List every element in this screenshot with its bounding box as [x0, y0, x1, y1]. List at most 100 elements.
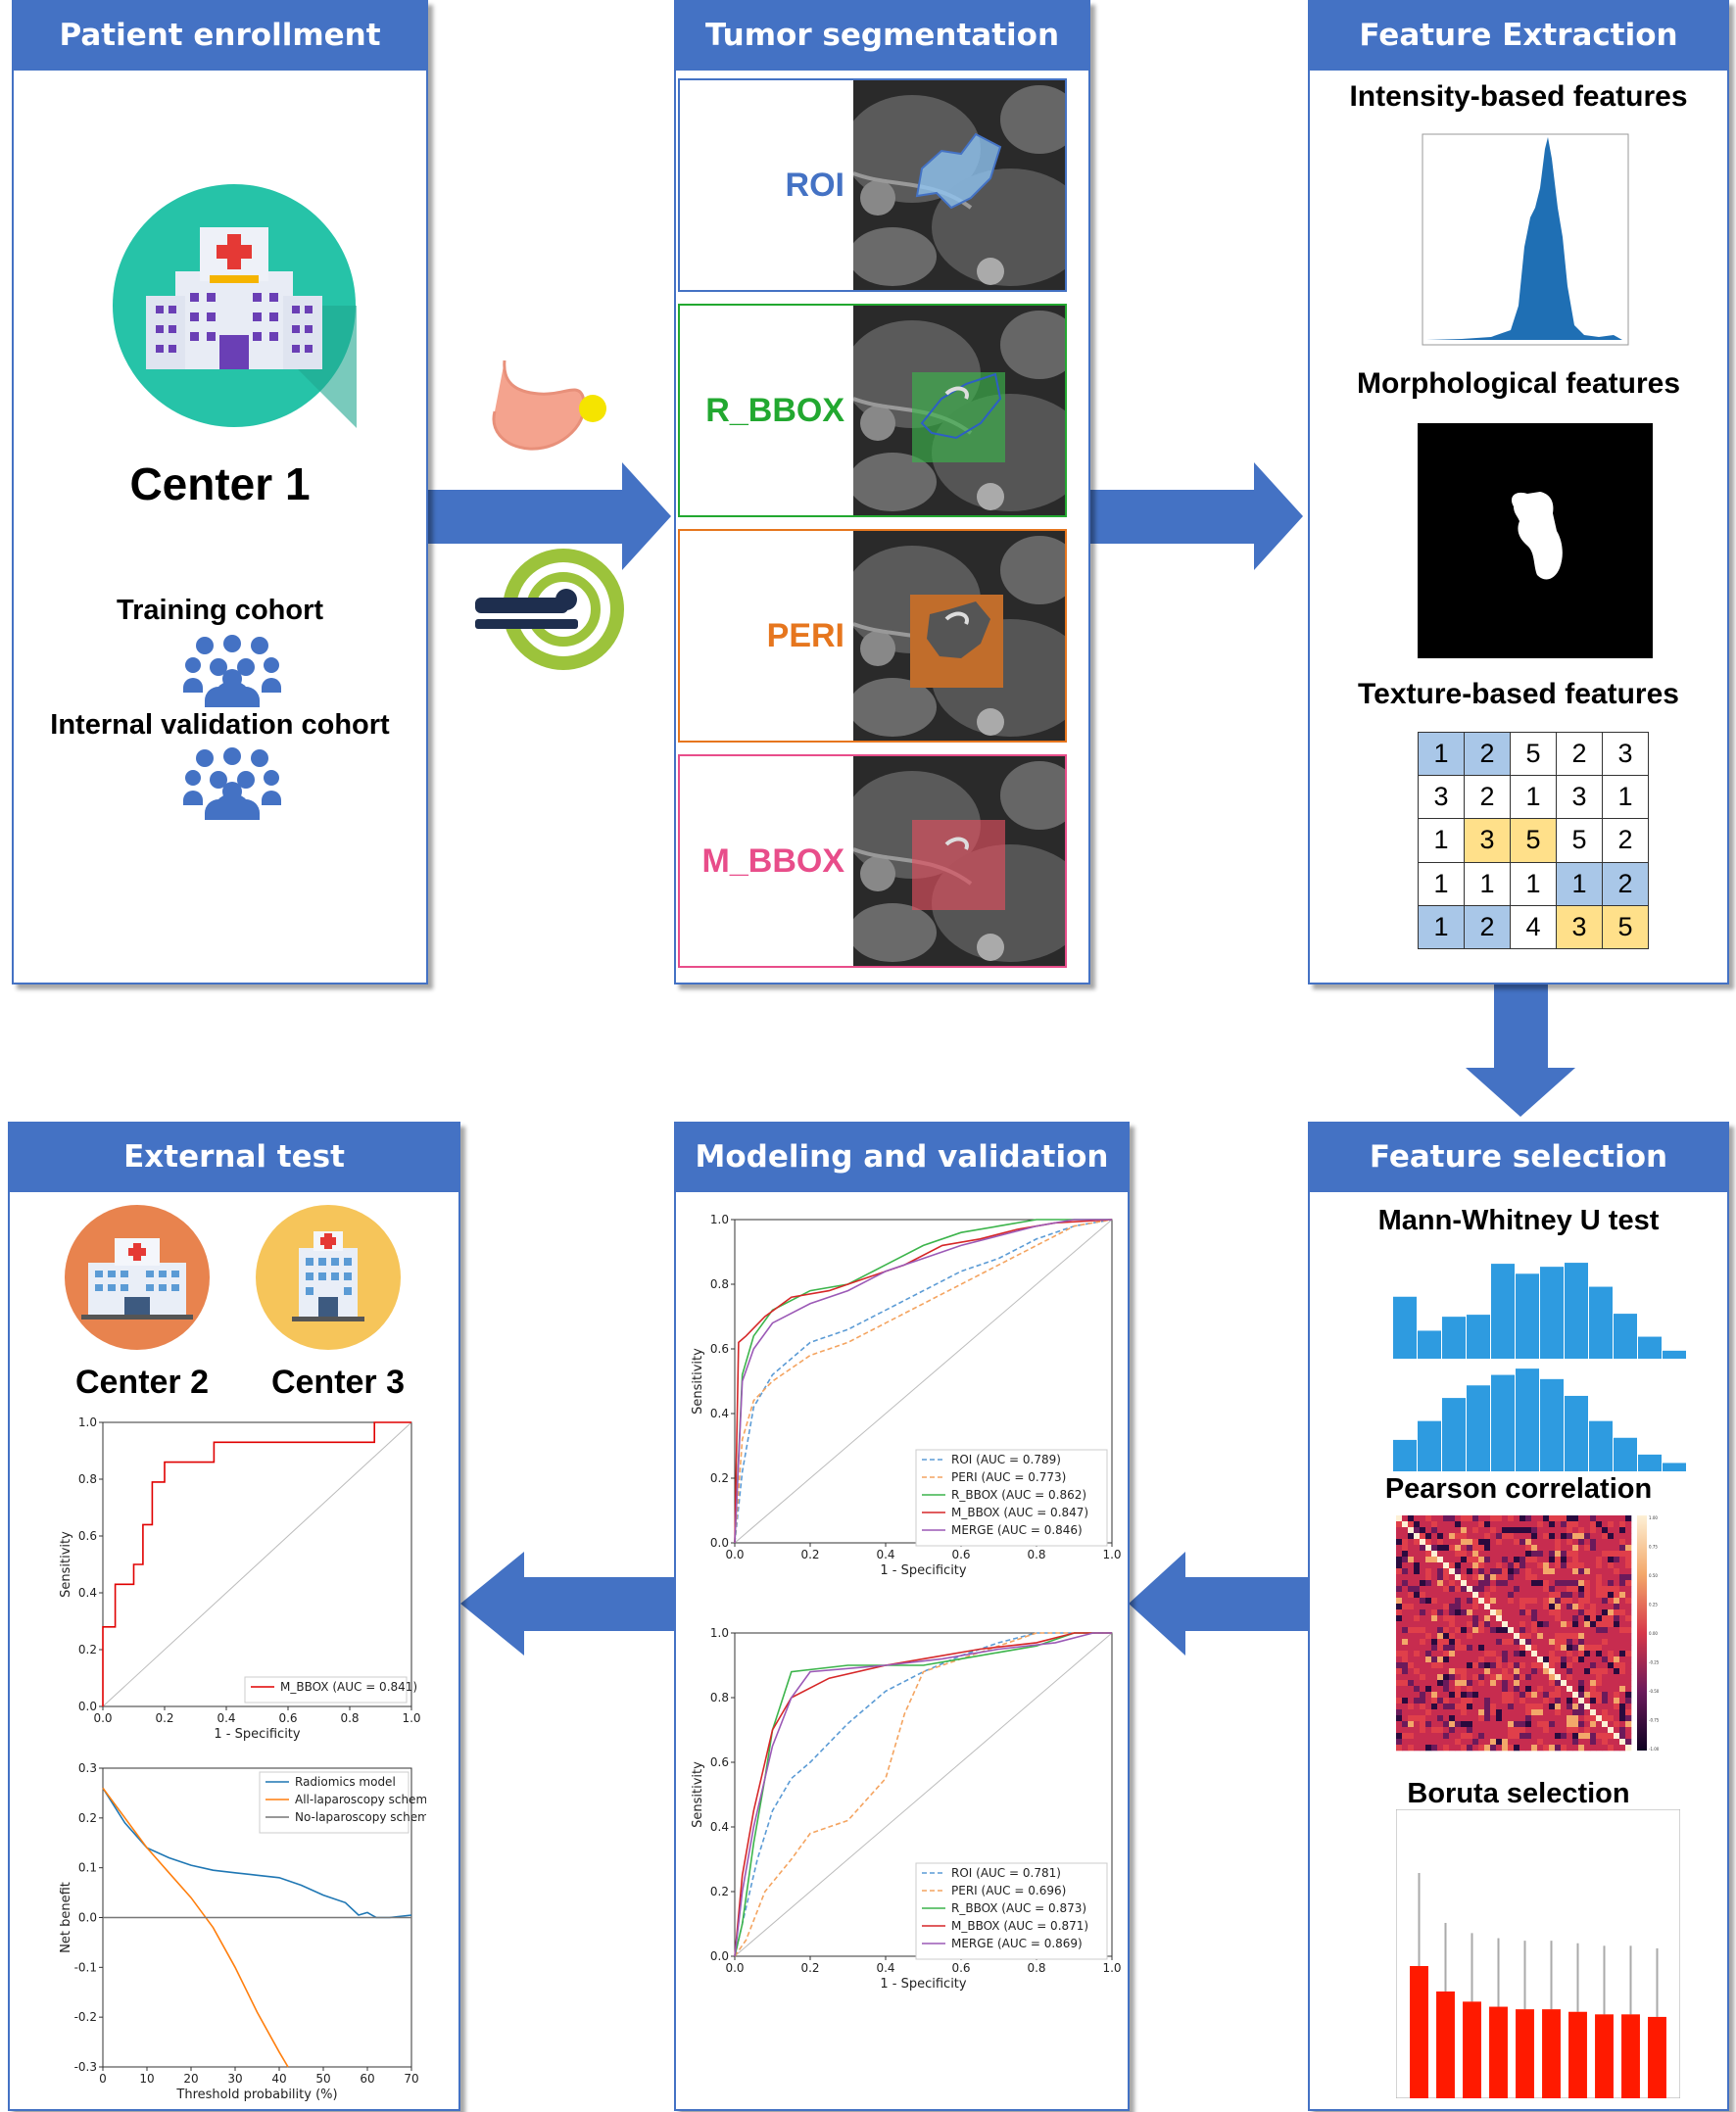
ct-scan-image [853, 80, 1065, 290]
segmentation-label: R_BBOX [705, 392, 844, 429]
matrix-cell: 1 [1418, 861, 1465, 906]
x-tick-label: 30 [227, 2072, 242, 2086]
matrix-cell: 5 [1510, 818, 1557, 863]
series-line [734, 1632, 1112, 1957]
histogram-bar [1540, 1378, 1564, 1471]
matrix-cell: 4 [1510, 904, 1557, 950]
histogram-bar [1663, 1463, 1686, 1471]
y-tick-label: 0.4 [710, 1407, 729, 1420]
panel-title: Modeling and validation [676, 1124, 1128, 1192]
matrix-cell: 2 [1464, 904, 1511, 950]
histogram-bar [1491, 1264, 1515, 1359]
matrix-cell: 1 [1418, 904, 1465, 950]
ct-scan-image [853, 531, 1065, 741]
series-line [734, 1632, 1112, 1957]
y-tick-label: 0.6 [710, 1342, 729, 1356]
y-tick-label: 0.4 [710, 1820, 729, 1834]
people-group-icon [183, 635, 281, 707]
histogram-bar [1516, 1273, 1539, 1359]
histogram-bar [1418, 1420, 1441, 1471]
arrow-right-2 [1087, 462, 1303, 570]
segmentation-row: M_BBOX [678, 754, 1067, 968]
series-line [734, 1219, 1113, 1544]
matrix-cell: 5 [1556, 818, 1603, 863]
histogram-bar [1418, 1330, 1441, 1359]
histogram-bar [1516, 1368, 1539, 1471]
boruta-bar [1595, 2014, 1614, 2098]
internal-validation-cohort-label: Internal validation cohort [50, 709, 390, 741]
panel-title: External test [10, 1124, 458, 1192]
matrix-cell: 1 [1418, 818, 1465, 863]
ct-scan-image [853, 306, 1065, 515]
people-group-icon [183, 747, 281, 820]
y-axis-label: Sensitivity [59, 1531, 73, 1598]
boruta-bar-chart [1396, 1809, 1680, 2098]
series-line [102, 1787, 412, 1919]
x-tick-label: 0.0 [93, 1711, 112, 1725]
arrow-left-1 [1129, 1552, 1313, 1656]
legend-box [915, 1449, 1108, 1547]
segmentation-row: R_BBOX [678, 304, 1067, 517]
chance-line [102, 1421, 412, 1707]
colorbar-tick: -0.25 [1649, 1660, 1660, 1665]
mann-whitney-histogram-2 [1393, 1368, 1686, 1471]
colorbar-tick: 1.00 [1649, 1515, 1658, 1520]
x-tick-label: 0.0 [725, 1961, 744, 1975]
boruta-bar [1410, 1966, 1428, 2098]
y-tick-label: 0.2 [710, 1471, 729, 1485]
x-tick-label: 1.0 [402, 1711, 420, 1725]
segmentation-label: ROI [785, 167, 844, 204]
legend-entry: R_BBOX (AUC = 0.862) [951, 1488, 1086, 1502]
x-axis-label: 1 - Specificity [880, 1977, 967, 1992]
series-line [734, 1219, 1112, 1544]
y-tick-label: 0.6 [710, 1755, 729, 1769]
legend-entry: Radiomics model [295, 1775, 396, 1789]
series-line [734, 1632, 1112, 1957]
center-3-label: Center 3 [270, 1364, 406, 1401]
histogram-bar [1491, 1374, 1515, 1471]
y-tick-label: 0.4 [78, 1586, 97, 1600]
x-tick-label: 0.4 [876, 1548, 894, 1561]
matrix-cell: 1 [1510, 861, 1557, 906]
series-line [734, 1219, 1112, 1544]
segmentation-row: ROI [678, 78, 1067, 292]
intensity-features-label: Intensity-based features [1349, 80, 1688, 113]
segmentation-row: PERI [678, 529, 1067, 743]
legend-entry: M_BBOX (AUC = 0.841) [280, 1680, 417, 1694]
boruta-bar [1621, 2014, 1640, 2098]
feature-extraction-panel: Feature Extraction Intensity-based featu… [1308, 0, 1729, 984]
boruta-bar [1648, 2016, 1666, 2098]
legend-box [244, 1676, 408, 1704]
matrix-cell: 1 [1510, 775, 1557, 820]
x-tick-label: 0.0 [725, 1548, 744, 1561]
center-1-label: Center 1 [129, 458, 311, 509]
matrix-cell: 3 [1602, 731, 1649, 777]
y-tick-label: 1.0 [78, 1416, 97, 1429]
legend-entry: ROI (AUC = 0.789) [951, 1453, 1061, 1466]
series-line [102, 1787, 289, 2068]
histogram-bar [1540, 1267, 1564, 1359]
matrix-cell: 3 [1556, 775, 1603, 820]
y-tick-label: 0.0 [710, 1536, 729, 1550]
boruta-bar [1516, 2009, 1534, 2098]
colorbar-tick: 0.00 [1649, 1631, 1658, 1636]
matrix-cell: 2 [1464, 775, 1511, 820]
colorbar-tick: -0.75 [1649, 1718, 1660, 1723]
colorbar-tick: 0.75 [1649, 1545, 1658, 1550]
colorbar [1637, 1515, 1647, 1751]
hospital-icon [256, 1205, 401, 1350]
x-tick-label: 0.8 [1027, 1961, 1045, 1975]
morphological-mask [1418, 423, 1653, 658]
chance-line [734, 1219, 1113, 1544]
histogram-bar [1393, 1439, 1417, 1471]
patient-enrollment-panel: Patient enrollment Center 1 Training coh… [12, 0, 428, 984]
pearson-correlation-heatmap: 1.000.750.500.250.00-0.25-0.50-0.75-1.00 [1396, 1515, 1660, 1752]
ct-scan-image [853, 756, 1065, 966]
matrix-cell: 2 [1556, 731, 1603, 777]
boruta-bar [1463, 2001, 1481, 2098]
panel-title: Patient enrollment [14, 2, 426, 71]
legend-entry: ROI (AUC = 0.781) [951, 1866, 1061, 1880]
y-tick-label: 0.2 [78, 1643, 97, 1656]
